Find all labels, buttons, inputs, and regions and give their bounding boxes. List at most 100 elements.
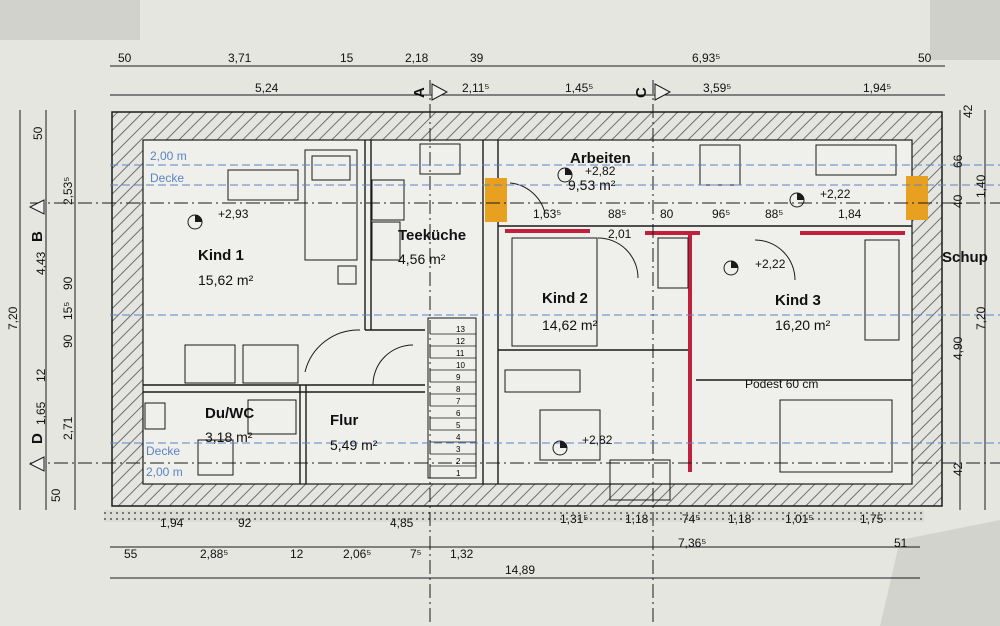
dim-top1-5: 6,93⁵ [692, 51, 720, 65]
dim-top1-4: 39 [470, 51, 484, 65]
section-marker-a: A [411, 87, 428, 98]
dim-inner-0: 1,63⁵ [533, 207, 561, 221]
section-marker-triangles [28, 83, 672, 472]
podest-note: Podest 60 cm [745, 377, 818, 391]
dim-right-5: 4,90 [951, 336, 965, 360]
highlight-block-left [485, 178, 507, 222]
room-name-kind-2: Kind 2 [542, 290, 588, 307]
stair-step-number: 10 [456, 361, 465, 370]
dim-bot2-3: 2,06⁵ [343, 547, 371, 561]
stair-step-number: 2 [456, 457, 461, 466]
room-area-kind-1: 15,62 m² [198, 272, 254, 288]
dim-bot1-4: 1,18 [625, 512, 649, 526]
dim-top2-4: 1,94⁵ [863, 81, 891, 95]
room-level-kind-3: +2,22 [755, 257, 786, 271]
stair-step-number: 11 [456, 349, 465, 358]
stair-step-number: 3 [456, 445, 461, 454]
dim-top1-0: 50 [118, 51, 132, 65]
ceiling-height-top: 2,00 m [150, 149, 187, 163]
dim-inner-4: 88⁵ [765, 207, 783, 221]
dim-bot2-2: 12 [290, 547, 304, 561]
room-area-flur: 5,49 m² [330, 437, 378, 453]
dim-bot1-5: 74⁵ [682, 512, 700, 526]
new-partitions [505, 229, 905, 472]
room-area-kind-2: 14,62 m² [542, 317, 598, 333]
dim-left-5: 90 [61, 334, 75, 348]
dim-top1-6: 50 [918, 51, 932, 65]
dim-inner-5: 1,84 [838, 207, 862, 221]
dim-inner-2: 80 [660, 207, 674, 221]
dim-top2-3: 3,59⁵ [703, 81, 731, 95]
dim-top2-2: 1,45⁵ [565, 81, 593, 95]
dim-bot1-1: 92 [238, 516, 252, 530]
dim-inner-1: 88⁵ [608, 207, 626, 221]
section-lines [30, 80, 1000, 626]
neighbor-label: Schup [942, 249, 988, 266]
dim-left-1: 2,53⁵ [61, 177, 75, 205]
dim-right-0: 42 [961, 104, 975, 118]
section-marker-d: D [29, 433, 46, 444]
dim-top1-3: 2,18 [405, 51, 429, 65]
stair-step-number: 7 [456, 397, 461, 406]
room-area-kind-3: 16,20 m² [775, 317, 831, 333]
dim-top2-0: 5,24 [255, 81, 279, 95]
room-name-arbeiten: Arbeiten [570, 150, 631, 167]
dim-bot1-6: 1,18 [728, 512, 752, 526]
stair-step-number: 8 [456, 385, 461, 394]
section-marker-b: B [29, 231, 46, 242]
level-markers [187, 167, 805, 456]
dims-top-row1: 50 3,71 15 2,18 39 6,93⁵ 50 [118, 51, 932, 65]
stair-step-number: 6 [456, 409, 461, 418]
room-area-teekueche: 4,56 m² [398, 251, 446, 267]
dim-inner-3: 96⁵ [712, 207, 730, 221]
dim-left-9: 50 [49, 488, 63, 502]
dim-bottom-total: 14,89 [505, 563, 535, 577]
room-name-du-wc: Du/WC [205, 405, 254, 422]
dim-left-3: 90 [61, 276, 75, 290]
room-level-kind-1: +2,93 [218, 207, 249, 221]
dim-bot2-0: 55 [124, 547, 138, 561]
dim-left-4: 15⁵ [61, 302, 75, 320]
room-name-flur: Flur [330, 412, 358, 429]
stair-step-number: 12 [456, 337, 465, 346]
dim-right-4: 7,20 [974, 306, 988, 330]
dim-bot1-3: 1,31⁵ [560, 512, 588, 526]
dim-inner-6: 2,01 [608, 227, 632, 241]
dims-left: 50 2,53⁵ 4,43 90 15⁵ 90 1,65 12 2,71 50 … [6, 126, 75, 502]
level-extra-1: +2,22 [820, 187, 851, 201]
section-marker-c: C [633, 87, 650, 98]
room-level-arbeiten: +2,82 [585, 164, 616, 178]
dim-bot2-6: 7,36⁵ [678, 536, 706, 550]
dim-right-1: 66 [951, 154, 965, 168]
ground-strip [104, 510, 924, 522]
highlight-block-right [906, 176, 928, 220]
dim-left-8: 2,71 [61, 416, 75, 440]
dim-left-6: 1,65 [34, 401, 48, 425]
ceiling-label-top: Decke [150, 171, 184, 185]
level-extra-2: +2,82 [582, 433, 613, 447]
dims-inner: 1,63⁵ 88⁵ 80 96⁵ 88⁵ 1,84 2,01 [533, 207, 862, 241]
dim-top1-1: 3,71 [228, 51, 252, 65]
annotations: Podest 60 cm Schup 2,00 m Decke Decke 2,… [146, 149, 988, 479]
stair-step-number: 13 [456, 325, 465, 334]
dim-left-7: 12 [34, 368, 48, 382]
room-name-teekueche: Teeküche [398, 227, 466, 244]
dim-bot1-0: 1,94 [160, 516, 184, 530]
dim-left-2: 4,43 [34, 251, 48, 275]
dim-bot2-5: 1,32 [450, 547, 474, 561]
section-marker-labels: A C B D [29, 87, 650, 444]
dim-bot1-8: 1,75 [860, 512, 884, 526]
dim-left-10: 7,20 [6, 306, 20, 330]
dims-right: 42 66 40 1,40 7,20 4,90 42 [951, 104, 988, 476]
room-area-arbeiten: 9,53 m² [568, 177, 616, 193]
stair-step-number: 9 [456, 373, 461, 382]
dim-bot1-2: 4,85 [390, 516, 414, 530]
dims-bottom-row1: 1,94 92 4,85 1,31⁵ 1,18 74⁵ 1,18 1,01⁵ 1… [160, 512, 884, 530]
exterior-walls [111, 111, 943, 507]
dims-top-row2: 5,24 2,11⁵ 1,45⁵ 3,59⁵ 1,94⁵ [255, 81, 891, 95]
stair-step-number: 5 [456, 421, 461, 430]
dimension-lines [19, 65, 986, 579]
